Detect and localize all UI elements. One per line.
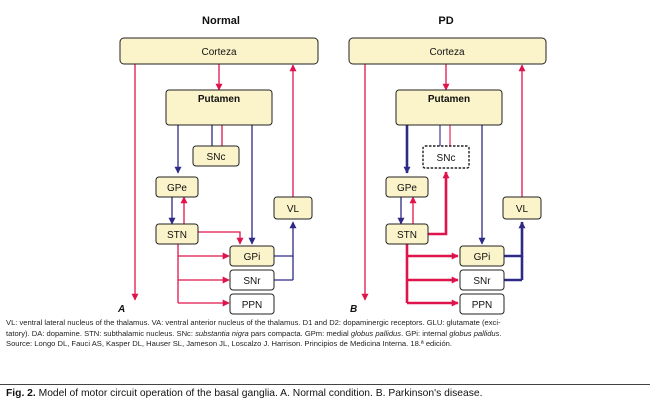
node-stn-normal-label: STN: [167, 230, 187, 241]
node-vl-normal-label: VL: [287, 204, 300, 215]
node-snc-pd-label: SNc: [437, 153, 456, 164]
node-vl-pd-label: VL: [516, 204, 529, 215]
node-gpi-pd: [459, 245, 505, 267]
panel-normal: Normal: [117, 15, 319, 315]
legend-line-2b: substantia nigra: [195, 328, 249, 338]
edge-gpi-vl: [274, 221, 297, 257]
node-cortex-pd: [348, 37, 547, 65]
pd-edge-stn-snc: [428, 171, 450, 236]
legend-line-2c: pars compacta. GPm: medial: [248, 328, 351, 338]
node-gpe-normal: [155, 176, 199, 198]
caption-divider-top: [0, 384, 650, 385]
node-stn-pd: [385, 223, 429, 245]
node-gpi-normal: [229, 245, 275, 267]
legend-line-2d: globus pallidus: [350, 328, 402, 338]
node-gpe-normal-label: GPe: [167, 183, 187, 194]
node-vl-pd: [502, 196, 542, 220]
node-snr-normal: [229, 269, 275, 291]
panel-normal-title: Normal: [202, 15, 240, 27]
figure-caption-text: Model of motor circuit operation of the …: [38, 388, 483, 399]
figure-legend: VL: ventral lateral nucleus of the thala…: [6, 318, 646, 350]
node-gpi-pd-label: GPi: [474, 252, 491, 263]
node-ppn-normal: [229, 293, 275, 315]
node-cortex-pd-label: Corteza: [429, 47, 464, 58]
node-putamen-normal-label: Putamen: [198, 94, 240, 105]
panel-pd: PD: [348, 15, 547, 315]
node-gpe-pd: [385, 176, 429, 198]
legend-line-1: VL: ventral lateral nucleus of the thala…: [6, 318, 501, 327]
node-snr-normal-label: SNr: [243, 276, 261, 287]
node-putamen-pd: [395, 89, 503, 126]
node-stn-normal: [155, 223, 199, 245]
node-stn-pd-label: STN: [397, 230, 417, 241]
legend-line-2e: . GPi: internal: [401, 328, 450, 338]
panel-normal-letter: A: [117, 304, 125, 315]
node-ppn-normal-label: PPN: [242, 300, 263, 311]
node-putamen-pd-label: Putamen: [428, 94, 470, 105]
legend-line-3: Source: Longo DL, Fauci AS, Kasper DL, H…: [6, 339, 453, 348]
node-snr-pd: [459, 269, 505, 291]
legend-line-2g: .: [499, 328, 502, 338]
figure-caption-label: Fig. 2.: [6, 388, 36, 399]
panel-pd-letter: B: [350, 304, 357, 315]
legend-line-2f: globus pallidus: [449, 328, 500, 338]
node-gpe-pd-label: GPe: [397, 183, 417, 194]
node-putamen-normal: [165, 89, 273, 126]
figure-caption: Fig. 2. Model of motor circuit operation…: [6, 388, 646, 399]
legend-line-2a: tatory). DA: dopamine. STN: subthalamic …: [6, 328, 196, 338]
legend-line-2: tatory). DA: dopamine. STN: subthalamic …: [6, 329, 646, 340]
edge-stn-gpi-2: [198, 231, 244, 245]
pd-edge-gpi-vl: [504, 221, 526, 258]
node-ppn-pd-label: PPN: [472, 300, 493, 311]
node-ppn-pd: [459, 293, 505, 315]
node-vl-normal: [273, 196, 313, 220]
basal-ganglia-diagram: Normal: [117, 15, 547, 315]
node-snr-pd-label: SNr: [473, 276, 491, 287]
panel-pd-title: PD: [438, 15, 453, 27]
node-snc-normal: [192, 145, 240, 167]
node-cortex-normal-label: Corteza: [201, 47, 236, 58]
node-cortex-normal: [119, 37, 319, 65]
node-snc-pd: [422, 145, 470, 169]
node-snc-normal-label: SNc: [207, 152, 226, 163]
node-gpi-normal-label: GPi: [244, 252, 261, 263]
